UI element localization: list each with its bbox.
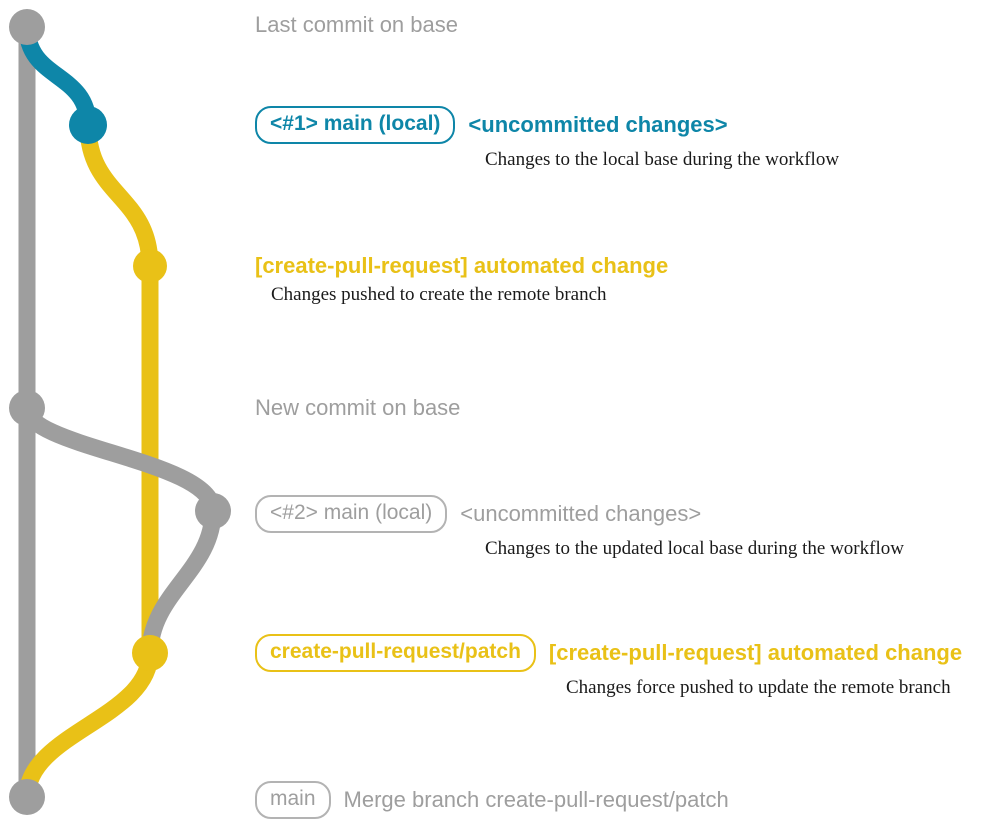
commit-subject: <uncommitted changes> — [468, 112, 728, 137]
spacer — [536, 653, 549, 654]
commit-note: Changes to the local base during the wor… — [485, 149, 840, 170]
commit-subject: [create-pull-request] automated change — [255, 253, 669, 278]
spacer — [455, 125, 468, 126]
commit-row-remote-commit-2: create-pull-request/patch [create-pull-r… — [255, 634, 962, 699]
commit-subject: <uncommitted changes> — [460, 501, 702, 526]
branch-badge-create-pull-request-patch[interactable]: create-pull-request/patch — [255, 634, 536, 672]
commit-node-local-commit-2[interactable] — [195, 493, 231, 529]
branch-badge-main-local-1[interactable]: <#1> main (local) — [255, 106, 456, 144]
commit-node-local-commit-1[interactable] — [69, 106, 107, 144]
patch-lane-line — [79, 116, 159, 662]
commit-node-remote-commit-1[interactable] — [133, 249, 167, 283]
spacer — [447, 514, 460, 515]
commit-row-local-commit-1: <#1> main (local) <uncommitted changes> … — [255, 106, 839, 171]
merge-into-main-line — [18, 644, 159, 806]
commit-subject: [create-pull-request] automated change — [548, 640, 963, 665]
commit-note: Changes to the updated local base during… — [485, 538, 904, 559]
commit-row-local-commit-2: <#2> main (local) <uncommitted changes> … — [255, 495, 904, 560]
commit-subject: Last commit on base — [255, 12, 458, 37]
commit-node-last-commit-on-base[interactable] — [9, 9, 45, 45]
local-branch-2-line — [18, 399, 222, 520]
local-to-remote-2-line — [141, 502, 222, 662]
commit-subject: New commit on base — [255, 395, 461, 420]
commit-row-merge-commit-main: main Merge branch create-pull-request/pa… — [255, 781, 729, 819]
commit-node-merge-commit-main[interactable] — [9, 779, 45, 815]
branch-badge-main-local-2[interactable]: <#2> main (local) — [255, 495, 448, 533]
commit-row-last-commit-on-base: Last commit on base — [255, 12, 458, 38]
commit-row-remote-commit-1: [create-pull-request] automated change C… — [255, 253, 668, 306]
commit-note: Changes pushed to create the remote bran… — [271, 284, 607, 305]
commit-subject: Merge branch create-pull-request/patch — [343, 787, 729, 812]
commit-node-remote-commit-2[interactable] — [132, 635, 168, 671]
commit-row-new-commit-on-base: New commit on base — [255, 395, 460, 421]
commit-note: Changes force pushed to update the remot… — [566, 677, 951, 698]
branch-badge-main[interactable]: main — [255, 781, 331, 819]
commit-node-new-commit-on-base[interactable] — [9, 390, 45, 426]
spacer — [331, 800, 344, 801]
